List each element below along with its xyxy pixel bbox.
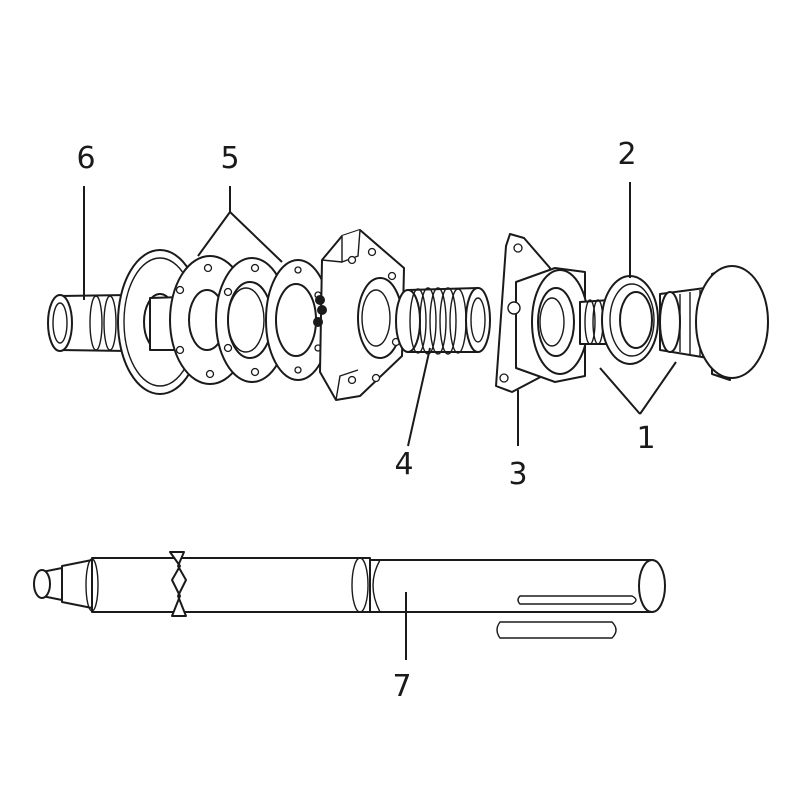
triangular-flange [313,229,405,401]
leader-lines [83,182,677,660]
marker-dot [313,317,323,327]
part-4-spring [395,287,491,355]
callout-labels: 1 2 3 4 5 6 7 [76,137,655,704]
marker-dot [317,305,327,315]
part-5-flange-washers [117,249,331,395]
callout-7: 7 [392,669,411,704]
leader-4 [407,347,431,447]
leader-5a [197,211,231,257]
callout-3: 3 [508,457,527,492]
callout-2: 2 [617,137,636,172]
part-3-housing [495,233,589,393]
callout-1: 1 [636,421,655,456]
leader-1b [639,361,677,415]
callout-4: 4 [394,447,413,482]
part-7-rod [33,551,666,639]
callout-5: 5 [220,141,239,176]
part-1-knob [659,265,769,381]
callout-6: 6 [76,141,95,176]
part-2-bearing [579,275,659,365]
leader-1a [599,367,641,415]
marker-dot [315,295,325,305]
leader-5b [229,211,283,263]
